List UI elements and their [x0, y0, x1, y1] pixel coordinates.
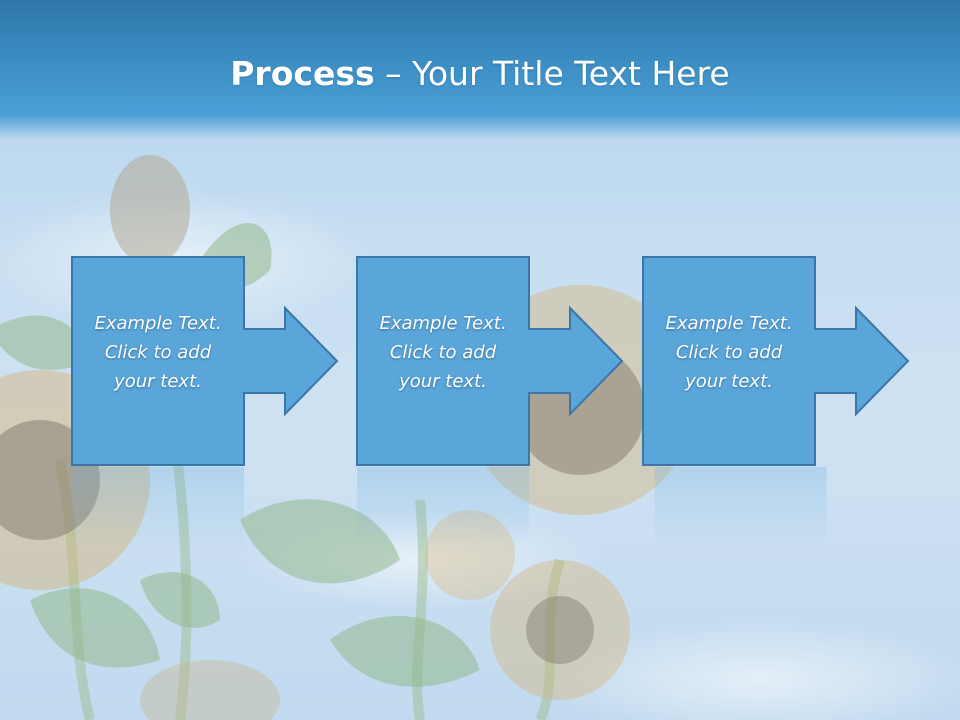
step-text-line: your text.: [114, 371, 202, 392]
title-bold: Process: [230, 54, 375, 93]
step-text-line: Click to add: [675, 342, 783, 363]
process-step-1[interactable]: Example Text. Click to add your text.: [71, 256, 410, 467]
step-text-line: Example Text.: [379, 313, 507, 334]
title-rest: – Your Title Text Here: [374, 54, 730, 93]
step-text[interactable]: Example Text. Click to add your text.: [72, 309, 244, 396]
title-band: [0, 0, 960, 140]
step-text-line: your text.: [399, 371, 487, 392]
step-reflection: [357, 467, 529, 547]
process-step-2[interactable]: Example Text. Click to add your text.: [356, 256, 695, 467]
step-text-line: Click to add: [389, 342, 497, 363]
step-text[interactable]: Example Text. Click to add your text.: [357, 309, 529, 396]
step-text-line: Example Text.: [665, 313, 793, 334]
step-text-line: Example Text.: [94, 313, 222, 334]
step-arrow-shape: [642, 256, 910, 466]
step-reflection: [654, 467, 827, 547]
step-text[interactable]: Example Text. Click to add your text.: [643, 309, 815, 396]
slide-title[interactable]: Process – Your Title Text Here: [0, 52, 960, 96]
step-arrow-shape: [356, 256, 624, 466]
process-step-3[interactable]: Example Text. Click to add your text.: [642, 256, 960, 467]
step-text-line: Click to add: [104, 342, 212, 363]
step-reflection: [72, 467, 244, 547]
step-text-line: your text.: [685, 371, 773, 392]
step-arrow-shape: [71, 256, 339, 466]
